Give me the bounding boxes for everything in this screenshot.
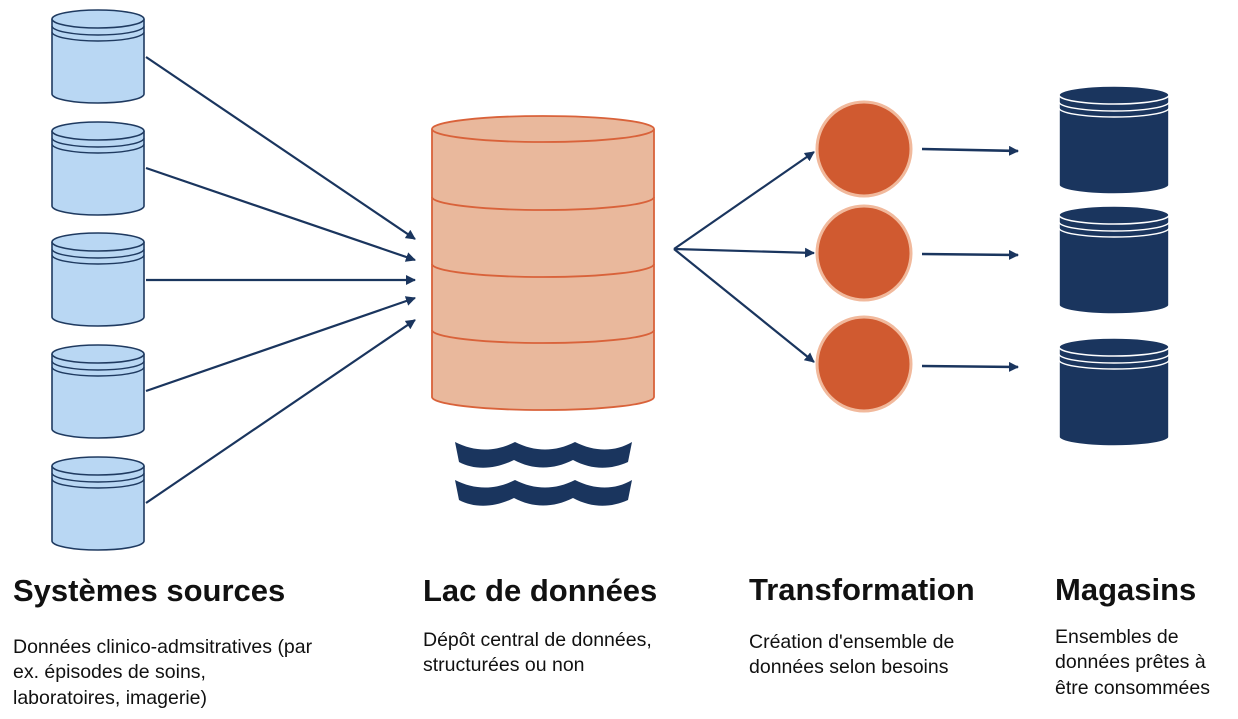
transform-to-store-arrows — [921, 145, 1019, 372]
transform-circle-icon — [815, 100, 913, 198]
transform-description: Création d'ensemble de données selon bes… — [749, 631, 955, 679]
data-pipeline-diagram — [51, 9, 1170, 551]
arrow-source-1 — [145, 56, 416, 240]
arrow-source-5 — [145, 319, 416, 504]
stores-description: Ensembles de données prêtes à être conso… — [1055, 626, 1210, 699]
transform-title: Transformation — [749, 572, 975, 607]
store-database-icon — [1058, 337, 1170, 447]
transformation-steps — [815, 100, 913, 413]
transform-circle-icon — [815, 315, 913, 413]
sources-title: Systèmes sources — [13, 573, 286, 608]
column-sources: Systèmes sources Données clinico-admsitr… — [13, 573, 333, 711]
sources-description: Données clinico-admsitratives (par ex. é… — [13, 636, 313, 709]
source-database-icon — [51, 121, 145, 216]
source-systems — [51, 9, 145, 551]
lake-description: Dépôt central de données, structurées ou… — [423, 629, 652, 677]
source-database-icon — [51, 232, 145, 327]
column-transform: Transformation Création d'ensemble de do… — [749, 572, 1009, 681]
arrow-lake-3 — [673, 248, 815, 363]
column-lake: Lac de données Dépôt central de données,… — [423, 573, 723, 679]
source-to-lake-arrows — [145, 56, 416, 504]
arrow-lake-1 — [673, 151, 815, 250]
data-marts — [1058, 85, 1170, 447]
waves-icon — [455, 442, 632, 506]
column-stores: Magasins Ensembles de données prêtes à ê… — [1055, 572, 1235, 701]
arrow-source-4 — [145, 296, 416, 393]
arrow-transform-1 — [921, 145, 1019, 156]
lake-title: Lac de données — [423, 573, 658, 608]
data-lake-database-icon — [431, 115, 655, 411]
arrow-transform-3 — [921, 361, 1019, 372]
lake-to-transform-arrows — [673, 151, 815, 363]
source-database-icon — [51, 456, 145, 551]
transform-circle-icon — [815, 204, 913, 302]
arrow-lake-2 — [673, 247, 815, 258]
store-database-icon — [1058, 85, 1170, 195]
source-database-icon — [51, 9, 145, 104]
stores-title: Magasins — [1055, 572, 1197, 607]
source-database-icon — [51, 344, 145, 439]
store-database-icon — [1058, 205, 1170, 315]
arrow-source-2 — [145, 166, 416, 262]
arrow-transform-2 — [921, 249, 1019, 260]
